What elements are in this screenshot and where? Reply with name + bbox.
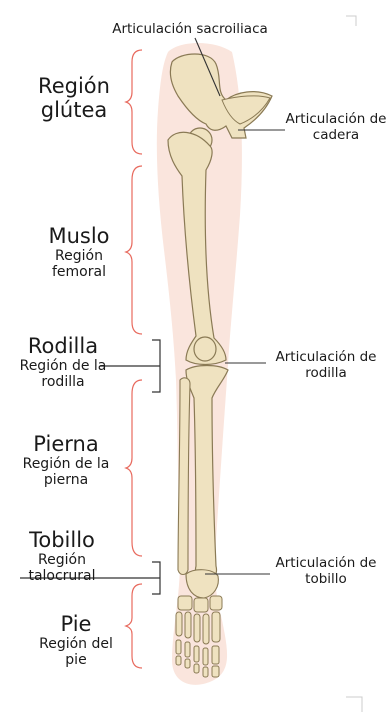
fibula-bone <box>178 378 190 575</box>
region-sub-line2: femoral <box>20 264 138 280</box>
label-ankle-joint: Articulación de tobillo <box>266 556 386 587</box>
region-name: Región <box>16 74 132 98</box>
label-knee: Rodilla Región de la rodilla <box>2 334 124 390</box>
joint-line1: Articulación de <box>266 350 386 366</box>
region-sub-line2: pierna <box>8 472 124 488</box>
label-ankle: Tobillo Región talocrural <box>4 528 120 584</box>
joint-line2: tobillo <box>266 572 386 588</box>
joint-line1: Articulación sacroiliaca <box>90 22 290 38</box>
region-name: Tobillo <box>4 528 120 552</box>
region-sub-line2: pie <box>18 652 134 668</box>
joint-line1: Articulación de <box>278 112 392 128</box>
label-thigh: Muslo Región femoral <box>20 224 138 280</box>
bracket-leg <box>126 380 142 556</box>
label-knee-joint: Articulación de rodilla <box>266 350 386 381</box>
patella <box>194 337 216 361</box>
region-name-line2: glútea <box>16 98 132 122</box>
region-sub: Región del <box>18 636 134 652</box>
joint-line1: Articulación de <box>266 556 386 572</box>
region-sub: Región <box>4 552 120 568</box>
region-sub-line2: talocrural <box>4 568 120 584</box>
joint-line2: cadera <box>278 128 392 144</box>
region-name: Rodilla <box>2 334 124 358</box>
region-name: Pie <box>18 612 134 636</box>
region-sub-line2: rodilla <box>2 374 124 390</box>
region-sub: Región <box>20 248 138 264</box>
label-foot: Pie Región del pie <box>18 612 134 668</box>
joint-line2: rodilla <box>266 366 386 382</box>
region-sub: Región de la <box>2 358 124 374</box>
region-sub: Región de la <box>8 456 124 472</box>
region-name: Pierna <box>8 432 124 456</box>
label-hip-joint: Articulación de cadera <box>278 112 392 143</box>
label-sacroiliac-joint: Articulación sacroiliaca <box>90 22 290 38</box>
label-leg: Pierna Región de la pierna <box>8 432 124 488</box>
label-gluteal: Región glútea <box>16 74 132 122</box>
region-name: Muslo <box>20 224 138 248</box>
